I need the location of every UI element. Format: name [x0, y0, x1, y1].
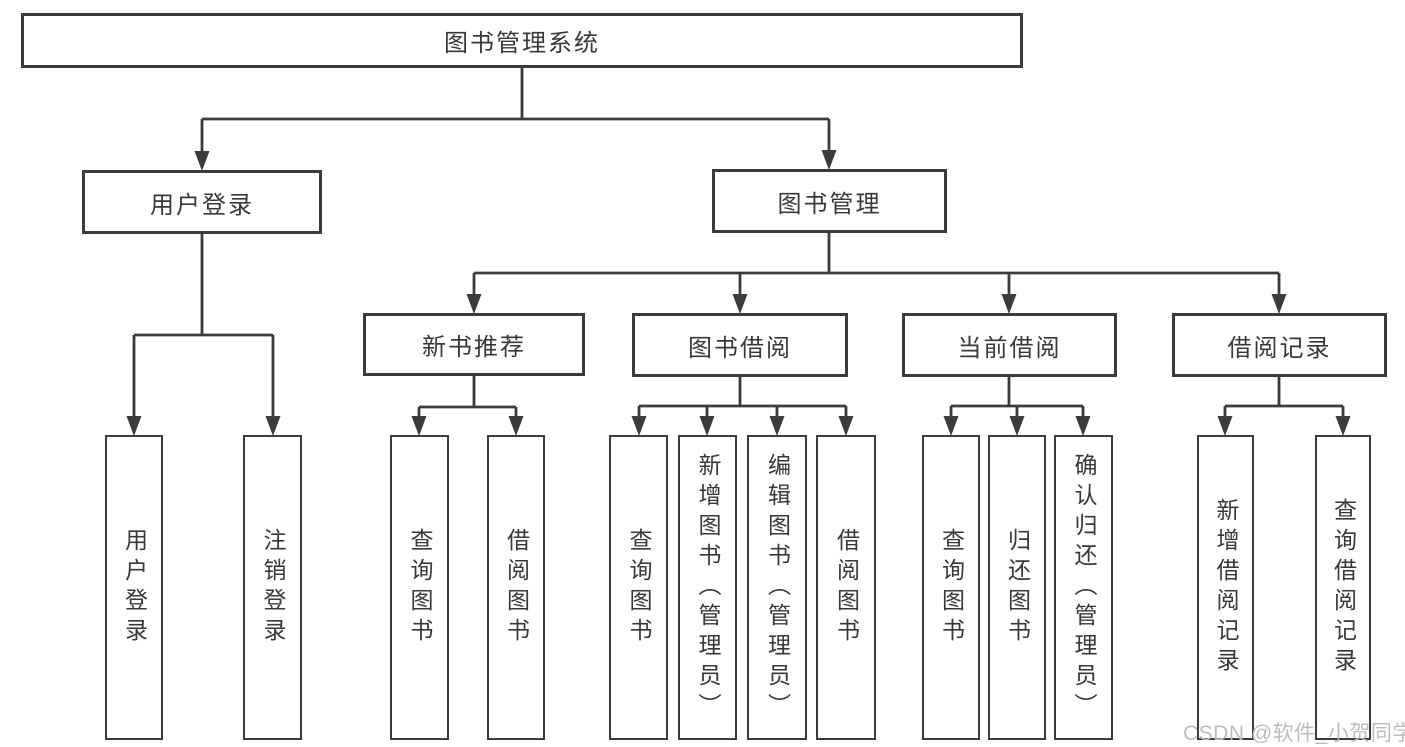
leaf-query-book-1-label: 查询图书: [407, 527, 433, 648]
connector-userlogin-to-leaves: [132, 234, 275, 432]
leaf-add-book-admin-label: 新增图书（管理员）: [695, 452, 721, 723]
node-current-borrow: 当前借阅: [902, 313, 1117, 377]
arrowheads: [126, 150, 1351, 436]
node-borrow-record-label: 借阅记录: [1227, 334, 1332, 362]
leaf-user-login: 用户登录: [105, 435, 163, 740]
leaf-edit-book-admin: 编辑图书（管理员）: [747, 435, 807, 740]
connector-bookmgmt-to-level3: [472, 233, 1281, 310]
node-user-login: 用户登录: [82, 170, 322, 234]
leaf-query-borrow-record-label: 查询借阅记录: [1330, 497, 1357, 678]
leaf-logout-login-label: 注销登录: [260, 527, 286, 648]
leaf-edit-book-admin-label: 编辑图书（管理员）: [764, 452, 791, 723]
connector-newbookrec-to-leaves: [417, 376, 518, 432]
leaf-query-borrow-record: 查询借阅记录: [1315, 435, 1371, 740]
leaf-confirm-return-admin: 确认归还（管理员）: [1054, 435, 1113, 740]
leaf-query-book-1: 查询图书: [390, 435, 449, 740]
leaf-borrow-book-2-label: 借阅图书: [833, 527, 860, 648]
leaf-confirm-return-admin-label: 确认归还（管理员）: [1071, 452, 1097, 723]
node-book-borrow-label: 图书借阅: [688, 334, 792, 362]
leaf-borrow-book-1: 借阅图书: [487, 435, 545, 740]
leaf-borrow-book-1-label: 借阅图书: [503, 527, 530, 648]
node-new-book-recommend-label: 新书推荐: [422, 334, 526, 361]
leaf-query-book-3-label: 查询图书: [938, 527, 965, 648]
connector-borrowrecord-to-leaves: [1223, 377, 1345, 432]
node-borrow-record: 借阅记录: [1172, 313, 1387, 377]
leaf-borrow-book-2: 借阅图书: [816, 435, 876, 740]
leaf-add-borrow-record-label: 新增借阅记录: [1213, 497, 1239, 678]
node-book-borrow: 图书借阅: [632, 313, 848, 377]
leaf-logout-login: 注销登录: [243, 435, 302, 740]
node-root-label: 图书管理系统: [444, 30, 600, 57]
connector-root-to-level2: [200, 68, 831, 167]
node-current-borrow-label: 当前借阅: [957, 334, 1062, 362]
leaf-query-book-2-label: 查询图书: [626, 527, 652, 648]
node-user-login-label: 用户登录: [150, 191, 254, 219]
leaf-return-book: 归还图书: [988, 435, 1046, 740]
leaf-query-book-3: 查询图书: [922, 435, 980, 740]
node-book-management: 图书管理: [712, 169, 947, 233]
node-root: 图书管理系统: [21, 13, 1023, 68]
csdn-watermark: CSDN @软件_小贺同学: [1183, 722, 1405, 745]
connector-bookborrow-to-leaves: [637, 377, 848, 432]
leaf-add-book-admin: 新增图书（管理员）: [678, 435, 737, 740]
leaf-return-book-label: 归还图书: [1004, 527, 1031, 648]
leaf-query-book-2: 查询图书: [609, 435, 668, 740]
node-new-book-recommend: 新书推荐: [363, 313, 585, 376]
node-book-management-label: 图书管理: [777, 190, 882, 218]
leaf-add-borrow-record: 新增借阅记录: [1197, 435, 1254, 740]
leaf-user-login-label: 用户登录: [121, 527, 148, 648]
